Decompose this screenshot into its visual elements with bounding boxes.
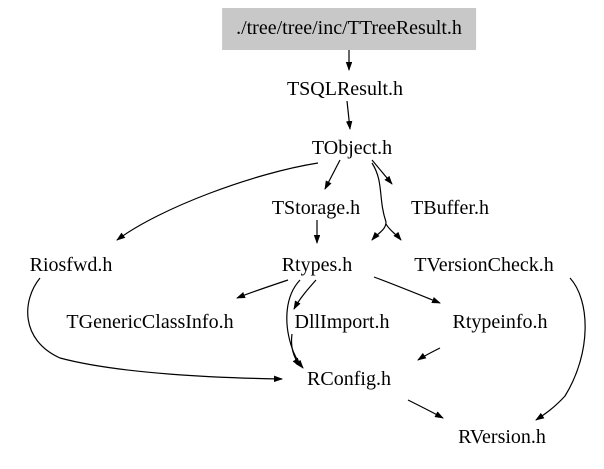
edge-rtypes-rtypeinfo	[373, 276, 441, 304]
edge-riosfwd-rconfig	[27, 277, 283, 383]
node-root[interactable]: ./tree/tree/inc/TTreeResult.h	[222, 8, 476, 50]
node-rtypeinfo[interactable]: Rtypeinfo.h	[452, 311, 548, 333]
edge-rtypeinfo-rconfig	[417, 347, 441, 361]
node-tobject[interactable]: TObject.h	[311, 137, 393, 159]
node-rtypes[interactable]: Rtypes.h	[281, 254, 353, 276]
node-rconfig[interactable]: RConfig.h	[307, 368, 391, 390]
edge-rconfig-rversion	[407, 399, 444, 419]
edge-tobject-rtypes	[371, 162, 387, 241]
edge-tobject-tversioncheck	[385, 223, 402, 241]
edge-dllimport-rconfig	[290, 333, 301, 367]
node-riosfwd[interactable]: Riosfwd.h	[29, 254, 113, 276]
edge-tsqlresult-tobject	[345, 100, 353, 130]
edge-tobject-tbuffer	[371, 159, 393, 185]
node-dllimport[interactable]: DllImport.h	[294, 311, 390, 333]
node-tbuffer[interactable]: TBuffer.h	[411, 197, 489, 219]
edge-rtypes-tgenericclassinfo	[236, 279, 289, 299]
node-tsqlresult[interactable]: TSQLResult.h	[286, 78, 404, 100]
node-tstorage[interactable]: TStorage.h	[271, 197, 361, 219]
edge-tobject-tstorage	[324, 159, 341, 190]
edge-tobject-riosfwd	[116, 162, 319, 241]
node-tversioncheck[interactable]: TVersionCheck.h	[414, 254, 554, 276]
edge-rtypes-dllimport	[293, 279, 317, 310]
node-tgenericclassinfo[interactable]: TGenericClassInfo.h	[66, 311, 234, 333]
edge-tversioncheck-rversion	[535, 277, 586, 421]
node-rversion[interactable]: RVersion.h	[458, 426, 546, 448]
